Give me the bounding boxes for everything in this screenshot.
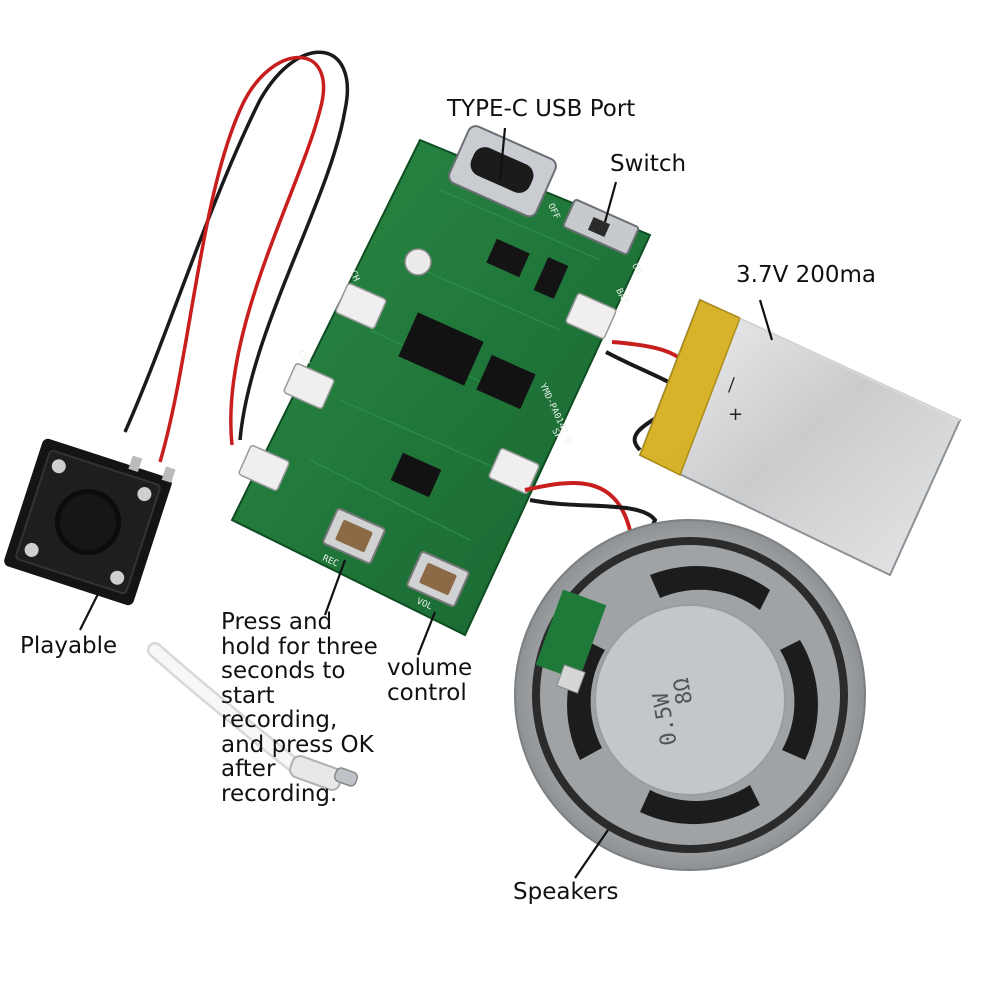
label-playable: Playable: [20, 633, 118, 659]
regulator-chip: [533, 257, 569, 299]
label-speakers: Speakers: [513, 879, 619, 905]
label-switch: Switch: [610, 151, 687, 177]
callout-line-usb: [498, 127, 507, 181]
lipo-battery: — +: [638, 298, 962, 577]
push-button: [4, 438, 176, 606]
jst-connectors: [238, 283, 617, 494]
callout-lines: [79, 127, 774, 879]
usb-c-cable: [147, 642, 359, 791]
amp-chip: [476, 354, 536, 410]
main-chip: [398, 312, 484, 386]
pcb-board: YMD-PA0142-G REC VOL OFF ON BAT SP CH CD…: [230, 125, 652, 637]
vol-button: [406, 551, 470, 607]
rec-button: [322, 508, 386, 564]
speaker: 8Ω 0.5W: [514, 519, 866, 871]
callout-line-speakers: [574, 829, 609, 879]
mosfet-chip: [486, 238, 530, 278]
callout-line-volume: [416, 611, 437, 656]
small-chip: [390, 452, 442, 498]
label-record-instructions: Press and hold for three seconds to star…: [221, 609, 378, 807]
speaker-ohm-mark: 8Ω: [669, 676, 698, 706]
silk-sp: SP: [549, 427, 563, 442]
callout-line-rec: [323, 559, 347, 616]
label-volume-control: volume control: [387, 655, 473, 706]
label-battery: 3.7V 200ma: [736, 262, 877, 288]
label-usb-port: TYPE-C USB Port: [447, 96, 636, 122]
battery-plus-mark: +: [728, 404, 743, 425]
silk-ch: CH: [347, 269, 361, 283]
microphone: [404, 248, 432, 276]
callout-line-battery: [758, 299, 774, 341]
callout-line-switch: [603, 181, 618, 223]
button-wires: [123, 50, 349, 463]
silk-on: ON: [629, 262, 643, 276]
callout-line-playable: [79, 589, 101, 631]
